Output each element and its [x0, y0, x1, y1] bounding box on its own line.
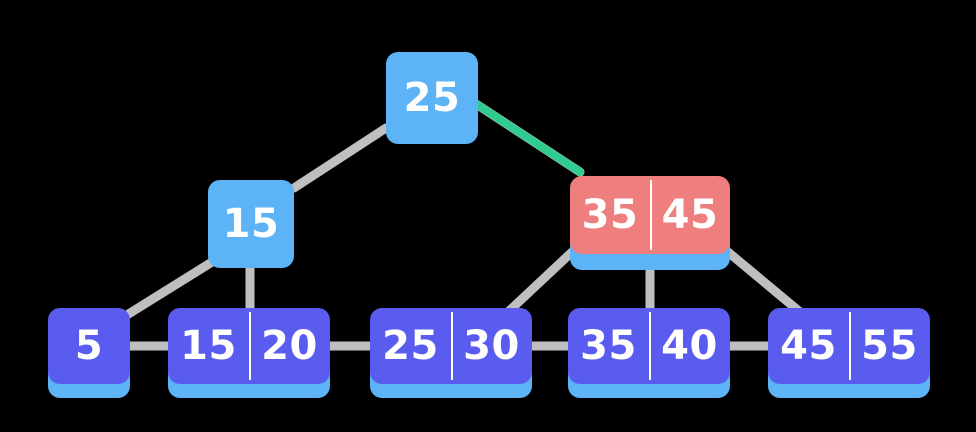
tree-node-internal-left[interactable]: 15	[208, 180, 294, 268]
tree-node-leaf-4[interactable]: 35 40	[568, 308, 730, 384]
node-key-cell[interactable]: 35	[581, 192, 639, 238]
tree-node-root[interactable]: 25	[386, 52, 478, 144]
tree-node-leaf-5[interactable]: 45 55	[768, 308, 930, 384]
tree-node-leaf-3[interactable]: 25 30	[370, 308, 532, 384]
tree-edge-root-to-internal-left	[289, 123, 391, 193]
node-key-cell[interactable]: 55	[849, 308, 930, 384]
tree-edge-internal-right-to-leaf5	[723, 247, 805, 317]
node-key-cell[interactable]: 15	[180, 323, 237, 369]
node-key-cell[interactable]: 25	[382, 323, 439, 369]
tree-edge-internal-left-to-leaf1	[117, 257, 217, 323]
node-key-cell[interactable]: 5	[74, 323, 104, 369]
node-key-cell[interactable]: 20	[249, 308, 330, 384]
node-key-cell[interactable]: 30	[451, 308, 532, 384]
node-key-cell[interactable]: 40	[649, 308, 730, 384]
node-key-cell[interactable]: 35	[580, 323, 637, 369]
tree-edge-internal-right-to-leaf3	[503, 247, 577, 317]
tree-node-leaf-1[interactable]: 5	[48, 308, 130, 384]
node-key-cell[interactable]: 15	[222, 201, 280, 247]
node-key-cell[interactable]: 25	[403, 75, 461, 121]
tree-edge-highlight-root-to-internal-right	[466, 96, 584, 176]
node-key-cell[interactable]: 45	[650, 176, 730, 254]
node-key-cell[interactable]: 45	[780, 323, 837, 369]
